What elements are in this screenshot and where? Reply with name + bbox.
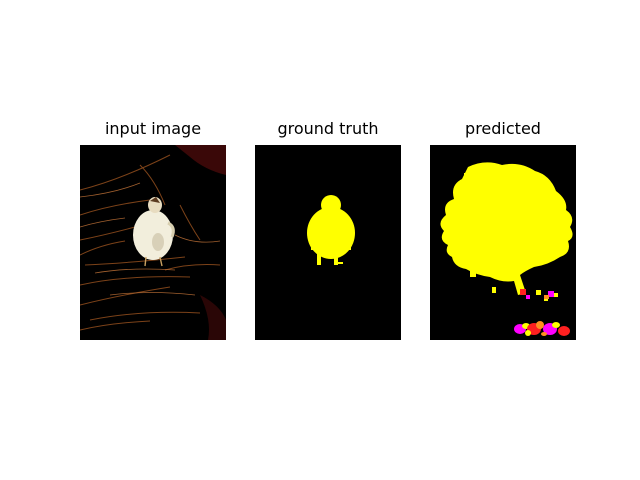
predicted-title: predicted bbox=[465, 119, 541, 138]
ground-truth-title: ground truth bbox=[277, 119, 379, 138]
input-image-graphic bbox=[80, 145, 226, 340]
ground-truth-mask bbox=[255, 145, 401, 340]
predicted-mask bbox=[430, 145, 576, 340]
ground-truth-panel bbox=[255, 145, 401, 340]
predicted-panel bbox=[430, 145, 576, 340]
input-image-panel bbox=[80, 145, 226, 340]
input-image-title: input image bbox=[104, 119, 202, 138]
